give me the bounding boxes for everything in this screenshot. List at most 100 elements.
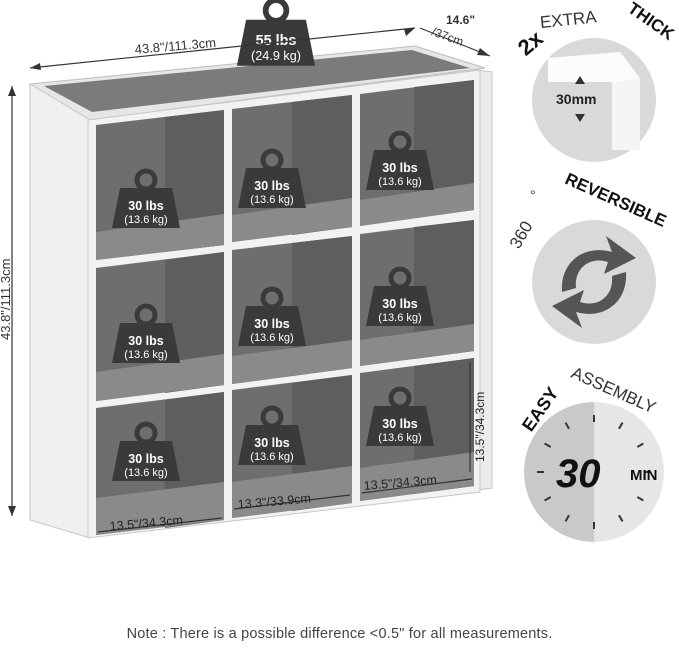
timer-tick <box>564 422 570 430</box>
arrow-depth-icon <box>477 48 490 56</box>
depth-inch-label: 14.6" <box>446 13 475 27</box>
timer-tick <box>618 514 624 522</box>
weight-kg-label: (13.6 kg) <box>124 214 167 226</box>
weight-kg-label: (24.9 kg) <box>251 49 301 63</box>
weight-handle <box>262 0 290 24</box>
cube-1-2-floor <box>232 198 352 242</box>
weight-kg-label: (13.6 kg) <box>124 467 167 479</box>
weight-kg-label: (13.6 kg) <box>378 312 421 324</box>
weight-icons: 55 lbs(24.9 kg)30 lbs(13.6 kg)30 lbs(13.… <box>112 0 434 481</box>
weight-body <box>112 188 180 228</box>
cube-3-2-floor <box>232 466 352 518</box>
dimension-lines <box>8 27 491 533</box>
weight-lbs-label: 30 lbs <box>128 199 163 213</box>
thickness-label: 30mm <box>556 91 596 107</box>
weight-kg-label: (13.6 kg) <box>250 451 293 463</box>
weight-icon: 30 lbs(13.6 kg) <box>112 421 180 481</box>
height-label: 43.8"/111.3cm <box>0 259 13 340</box>
timer-light-half <box>594 402 664 542</box>
reversible-prefix: 360 <box>506 218 537 252</box>
weight-icon: 30 lbs(13.6 kg) <box>238 148 306 208</box>
weight-kg-label: (13.6 kg) <box>250 332 293 344</box>
depth-cm-label: /37cm <box>430 25 466 49</box>
depth-dimension-line <box>419 27 491 57</box>
timer-ticks <box>537 415 651 529</box>
weight-body <box>366 406 434 446</box>
weight-lbs-label: 55 lbs <box>256 33 297 49</box>
assembly-unit: MIN <box>630 467 658 484</box>
weight-icon: 30 lbs(13.6 kg) <box>366 386 434 446</box>
weight-body <box>238 306 306 346</box>
reversible-degree: ° <box>530 187 536 203</box>
width-dimension-line <box>29 27 416 69</box>
rotate-icon <box>561 236 636 292</box>
extra-thick-feature: 2x EXTRA THICK 30mm <box>513 0 678 162</box>
cube-1-2-side <box>292 95 352 235</box>
arrow-left-icon <box>30 63 41 70</box>
weight-body <box>366 286 434 326</box>
weight-lbs-label: 30 lbs <box>128 452 163 466</box>
weight-body <box>366 150 434 190</box>
weight-kg-label: (13.6 kg) <box>250 194 293 206</box>
arrow-down-icon <box>8 506 16 516</box>
weight-kg-label: (13.6 kg) <box>378 176 421 188</box>
cube-width-middle-label: 13.3"/33.9cm <box>237 491 311 511</box>
rotate-icon-lower <box>552 272 627 328</box>
arrow-down-small-icon <box>575 114 585 122</box>
cube-2-2-side <box>292 236 352 376</box>
cube-width-left-label: 13.5"/34.3cm <box>109 513 183 533</box>
weight-icon: 30 lbs(13.6 kg) <box>112 168 180 228</box>
timer-dark-half <box>524 402 594 542</box>
arrow-right-icon <box>404 28 415 36</box>
panel-corner-edge <box>612 78 640 150</box>
measurement-note: Note : There is a possible difference <0… <box>126 626 553 642</box>
timer-tick <box>636 442 644 448</box>
weight-body <box>238 425 306 465</box>
easy-assembly-feature: EASY ASSEMBLY 30 MIN <box>518 363 664 542</box>
cube-1-1-floor <box>96 214 224 260</box>
cube-2-3-floor <box>360 324 474 366</box>
weight-lbs-label: 30 lbs <box>254 317 289 331</box>
cube-height-label: 13.5"/34.3cm <box>473 392 487 462</box>
weight-icon: 30 lbs(13.6 kg) <box>238 405 306 465</box>
shelf-top-inner <box>44 50 470 112</box>
cube-width-left-line <box>97 517 223 533</box>
width-label: 43.8"/111.3cm <box>134 35 216 57</box>
reversible-badge-circle <box>532 220 656 344</box>
timer-tick <box>618 422 624 430</box>
thick-middle: EXTRA <box>539 7 598 32</box>
cube-2-2-floor <box>232 340 352 384</box>
weight-body <box>238 168 306 208</box>
weight-lbs-label: 30 lbs <box>254 179 289 193</box>
weight-lbs-label: 30 lbs <box>128 334 163 348</box>
cube-width-right-line <box>361 478 473 494</box>
shelf-left-side <box>29 83 91 539</box>
cube-3-3-floor <box>360 452 474 501</box>
weight-icon: 55 lbs(24.9 kg) <box>236 0 316 66</box>
timer-tick <box>564 514 570 522</box>
weight-icon: 30 lbs(13.6 kg) <box>112 303 180 363</box>
cube-width-right-label: 13.5"/34.3cm <box>363 473 437 493</box>
cube-2-1-floor <box>96 354 224 401</box>
cube-1-3-floor <box>360 183 474 226</box>
weight-lbs-label: 30 lbs <box>382 161 417 175</box>
arrow-up-small-icon <box>575 76 585 84</box>
arrow-up-icon <box>8 86 16 96</box>
reversible-highlight: REVERSIBLE <box>562 169 669 231</box>
weight-body <box>112 323 180 363</box>
cube-width-middle-line <box>233 494 351 510</box>
weight-kg-label: (13.6 kg) <box>124 349 167 361</box>
timer-tick <box>544 442 552 448</box>
weight-lbs-label: 30 lbs <box>382 297 417 311</box>
weight-lbs-label: 30 lbs <box>382 417 417 431</box>
weight-icon: 30 lbs(13.6 kg) <box>366 130 434 190</box>
timer-tick <box>636 496 644 502</box>
weight-kg-label: (13.6 kg) <box>378 432 421 444</box>
assembly-number: 30 <box>556 452 601 496</box>
weight-lbs-label: 30 lbs <box>254 436 289 450</box>
weight-icon: 30 lbs(13.6 kg) <box>238 286 306 346</box>
reversible-feature: 360 ° REVERSIBLE <box>506 169 669 344</box>
timer-tick <box>544 496 552 502</box>
weight-body <box>112 441 180 481</box>
